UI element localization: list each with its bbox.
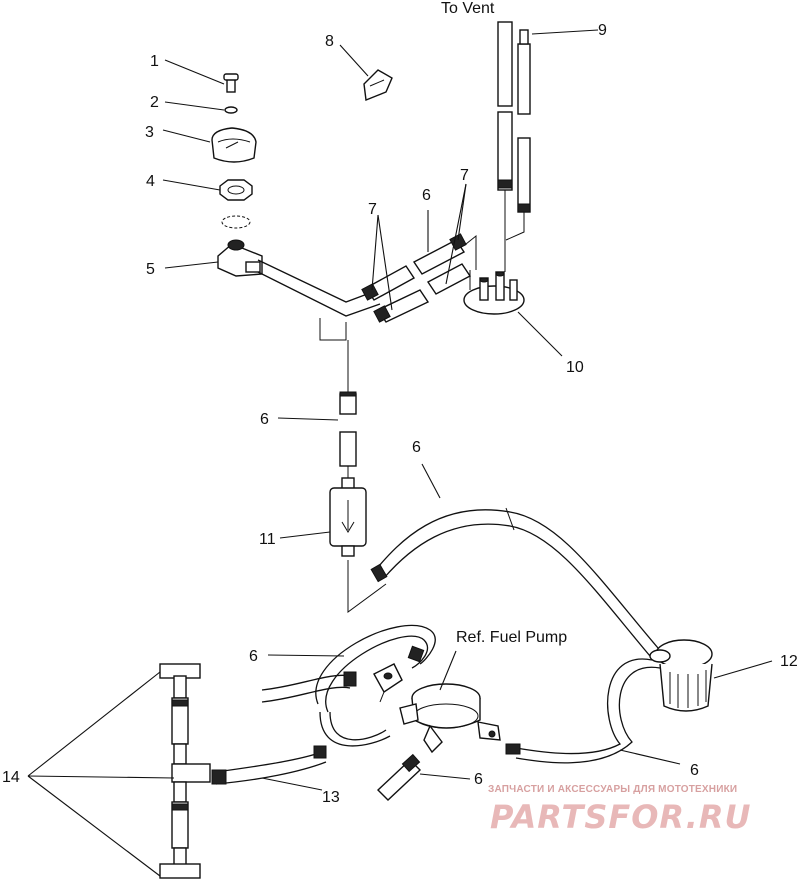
callout-6-loop: 6 (249, 648, 258, 665)
callout-5: 5 (146, 261, 155, 278)
ref-fuel-pump-label: Ref. Fuel Pump (456, 629, 567, 646)
cap-part-3 (211, 127, 257, 163)
callout-7-left: 7 (368, 201, 377, 218)
fitting-tee (373, 663, 403, 703)
valve-body-part-5 (217, 239, 263, 277)
callout-6-long-hose: 6 (412, 439, 421, 456)
hose-lower-pump (376, 753, 422, 801)
clip-part-8 (363, 69, 393, 101)
callout-labels: 1 2 3 4 5 8 9 7 6 7 10 6 6 11 6 12 6 6 1… (2, 0, 798, 806)
callout-4: 4 (146, 173, 155, 190)
callout-6-bottom: 6 (474, 771, 483, 788)
callout-11: 11 (259, 531, 276, 548)
fuel-filter-part-11 (329, 477, 367, 557)
callout-6-top: 6 (422, 187, 431, 204)
callout-3: 3 (145, 124, 154, 141)
nut-part-4 (219, 179, 253, 201)
tank-part-12 (649, 639, 713, 712)
callout-6-right: 6 (690, 762, 699, 779)
washer-part-2 (224, 106, 238, 114)
callout-14: 14 (2, 769, 20, 786)
callout-1: 1 (150, 53, 159, 70)
callout-12: 12 (780, 653, 798, 670)
hose-segment-left (361, 265, 430, 323)
callout-8: 8 (325, 33, 334, 50)
leader-lines (27, 29, 773, 877)
fuel-pickup-part-10 (463, 270, 525, 315)
fuel-pump (399, 683, 501, 754)
callout-9: 9 (598, 22, 607, 39)
callout-7-right: 7 (460, 167, 469, 184)
long-hose-to-tank (370, 507, 659, 657)
hose-segment-right (412, 233, 472, 295)
callout-13: 13 (322, 789, 340, 806)
callout-2: 2 (150, 94, 159, 111)
callout-6-filter-hose: 6 (260, 411, 269, 428)
to-vent-label: To Vent (441, 0, 495, 17)
hose-vertical-upper (339, 391, 357, 467)
ring-dashed (221, 215, 251, 229)
vent-tube (497, 21, 531, 272)
screw-part-1 (223, 73, 239, 93)
tee-assembly-part-14 (159, 663, 211, 879)
callout-10: 10 (566, 359, 584, 376)
